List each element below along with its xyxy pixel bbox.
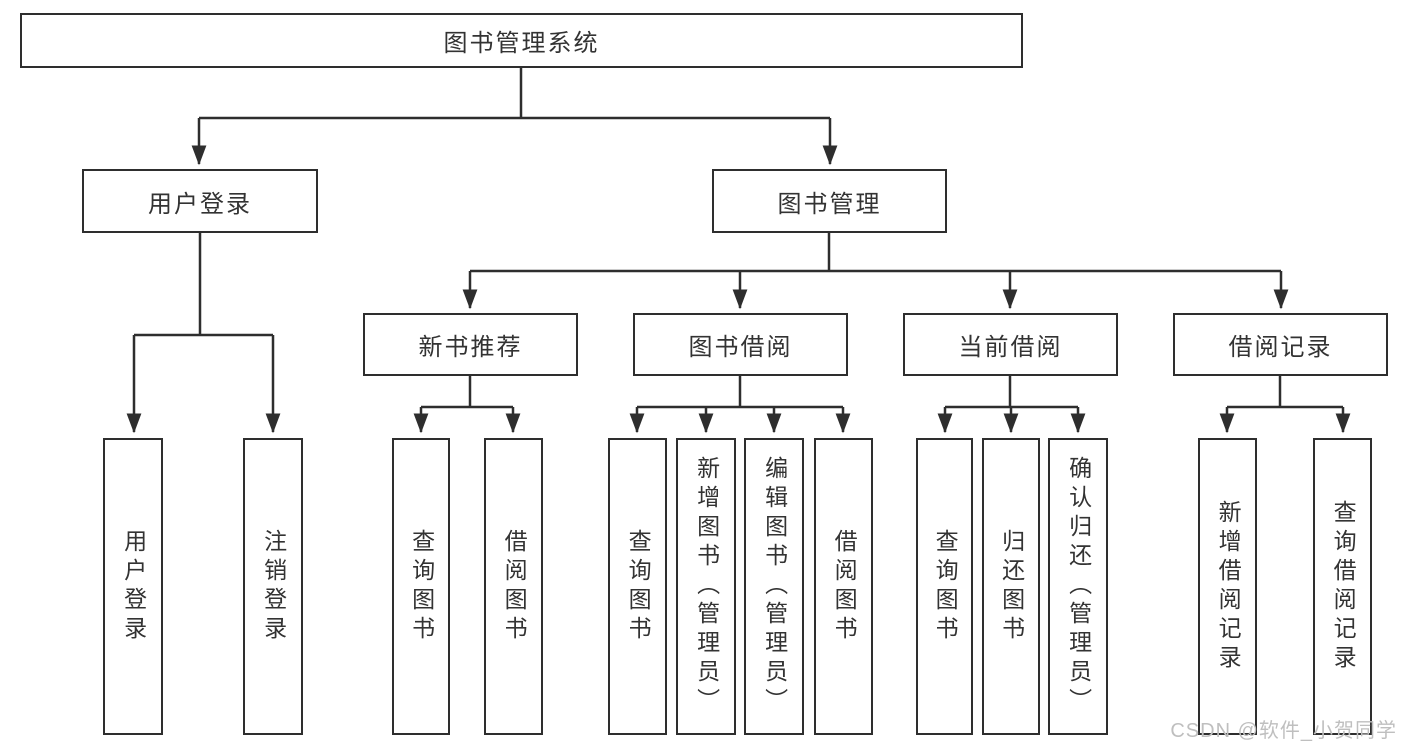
leaf-query-borrow-record-label: 查询借阅记录 [1330, 499, 1357, 674]
leaf-logout-label: 注销登录 [260, 528, 287, 645]
leaf-add-borrow-record: 新增借阅记录 [1198, 438, 1257, 735]
leaf-query-books-borrow-label: 查询图书 [625, 528, 652, 645]
node-new-book-recommend: 新书推荐 [363, 313, 578, 376]
csdn-watermark: CSDN @软件_小贺同学 [1170, 720, 1397, 742]
leaf-logout: 注销登录 [243, 438, 303, 735]
node-current-borrow-label: 当前借阅 [958, 334, 1063, 361]
node-book-borrow: 图书借阅 [633, 313, 848, 376]
leaf-borrow-books-recommend: 借阅图书 [484, 438, 543, 735]
node-book-management: 图书管理 [712, 169, 947, 233]
leaf-query-books-recommend-label: 查询图书 [408, 528, 435, 645]
node-borrow-records-label: 借阅记录 [1228, 334, 1333, 361]
node-user-login: 用户登录 [82, 169, 318, 233]
node-borrow-records: 借阅记录 [1173, 313, 1388, 376]
leaf-borrow-books-label: 借阅图书 [831, 528, 858, 645]
node-new-book-recommend-label: 新书推荐 [418, 334, 523, 361]
node-root-label: 图书管理系统 [443, 30, 600, 57]
node-book-management-label: 图书管理 [777, 190, 882, 218]
node-book-borrow-label: 图书借阅 [688, 334, 793, 361]
leaf-add-book-admin: 新增图书（管理员） [676, 438, 736, 735]
leaf-edit-book-admin: 编辑图书（管理员） [744, 438, 804, 735]
node-user-login-label: 用户登录 [148, 190, 252, 218]
leaf-borrow-books: 借阅图书 [814, 438, 873, 735]
leaf-user-login: 用户登录 [103, 438, 163, 735]
leaf-return-book-label: 归还图书 [998, 528, 1025, 645]
leaf-query-books-current-label: 查询图书 [932, 528, 959, 645]
node-root: 图书管理系统 [20, 13, 1023, 68]
leaf-query-books-current: 查询图书 [916, 438, 973, 735]
leaf-edit-book-admin-label: 编辑图书（管理员） [761, 456, 788, 717]
leaf-confirm-return-admin-label: 确认归还（管理员） [1065, 456, 1092, 717]
leaf-add-book-admin-label: 新增图书（管理员） [693, 456, 720, 717]
leaf-query-books-recommend: 查询图书 [392, 438, 450, 735]
leaf-confirm-return-admin: 确认归还（管理员） [1048, 438, 1108, 735]
node-current-borrow: 当前借阅 [903, 313, 1118, 376]
leaf-add-borrow-record-label: 新增借阅记录 [1215, 499, 1242, 674]
leaf-return-book: 归还图书 [982, 438, 1040, 735]
leaf-query-books-borrow: 查询图书 [608, 438, 667, 735]
leaf-borrow-books-recommend-label: 借阅图书 [501, 528, 528, 645]
leaf-user-login-label: 用户登录 [120, 528, 147, 645]
leaf-query-borrow-record: 查询借阅记录 [1313, 438, 1372, 735]
